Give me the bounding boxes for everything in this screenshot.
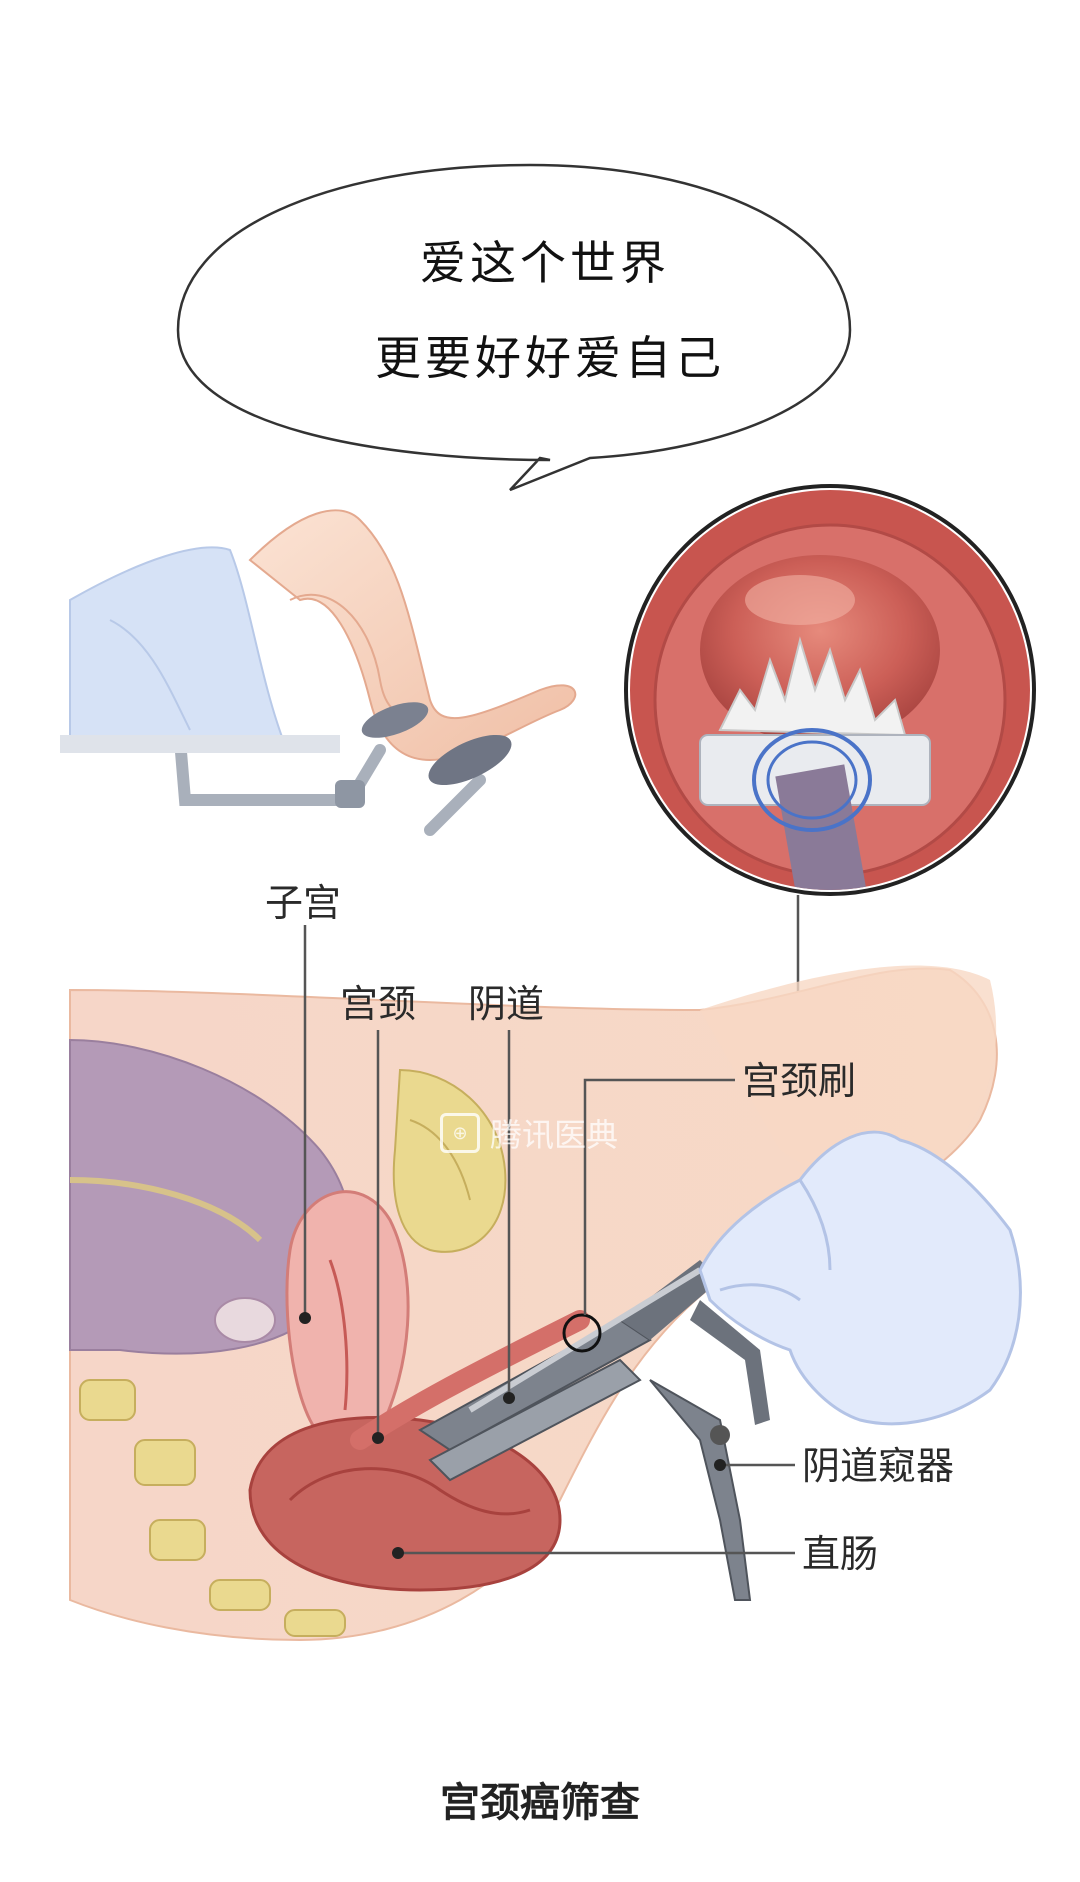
cervix-zoom-view bbox=[624, 484, 1036, 896]
watermark: ⊕ 腾讯医典 bbox=[440, 1110, 618, 1156]
label-speculum: 阴道窥器 bbox=[802, 1444, 955, 1488]
label-cervical-brush: 宫颈刷 bbox=[742, 1059, 857, 1103]
watermark-text: 腾讯医典 bbox=[490, 1116, 619, 1154]
watermark-logo-icon: ⊕ bbox=[440, 1113, 480, 1153]
label-vagina: 阴道 bbox=[468, 982, 545, 1026]
speculum-instrument bbox=[418, 1260, 770, 1601]
label-cervix: 宫颈 bbox=[340, 982, 417, 1026]
gloved-hand bbox=[698, 1130, 1022, 1426]
label-rectum: 直肠 bbox=[802, 1532, 879, 1576]
figure-caption: 宫颈癌筛查 bbox=[440, 1780, 640, 1826]
label-uterus: 子宫 bbox=[265, 881, 342, 925]
bubble-line-1: 爱这个世界 bbox=[420, 236, 670, 290]
patient-on-table bbox=[60, 509, 577, 836]
label-leader-lines bbox=[299, 925, 795, 1559]
bubble-line-2: 更要好好爱自己 bbox=[375, 331, 725, 385]
speech-bubble bbox=[176, 163, 852, 492]
